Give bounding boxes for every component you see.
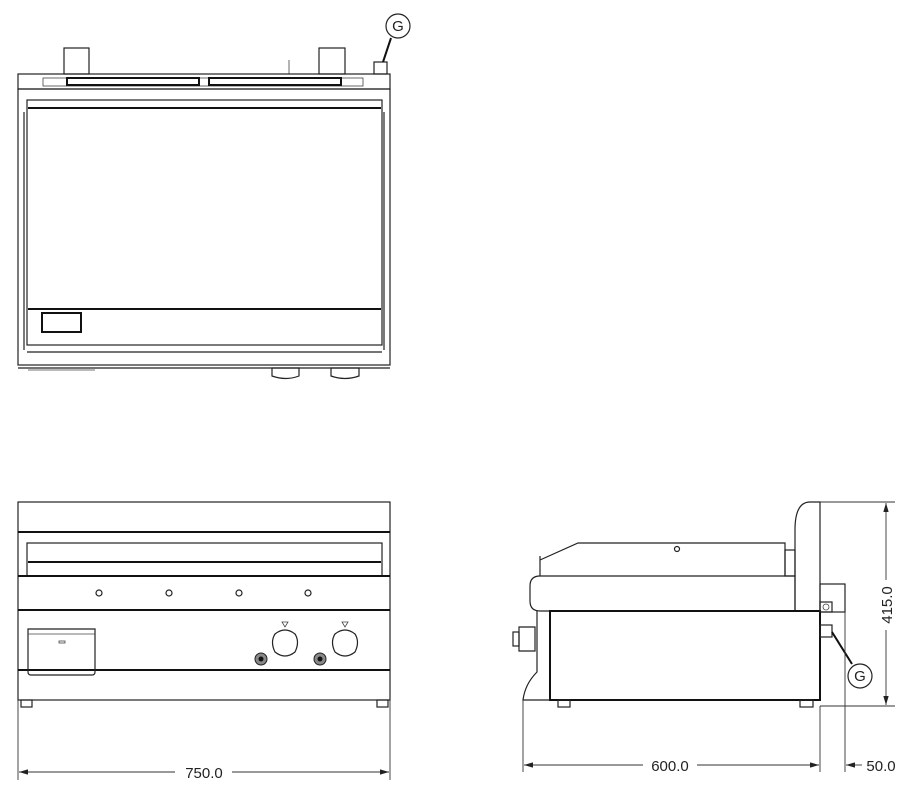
knob-top-left bbox=[271, 367, 300, 380]
callout-g-top bbox=[385, 13, 411, 39]
foot bbox=[376, 699, 389, 708]
ignition-button-2 bbox=[317, 656, 323, 662]
front-view: 750.0 bbox=[17, 501, 391, 782]
foot bbox=[20, 699, 33, 708]
grease-drawer bbox=[27, 628, 96, 676]
foot bbox=[799, 699, 814, 708]
appliance-top-outline bbox=[17, 88, 391, 366]
lid-outline bbox=[539, 542, 786, 576]
foot bbox=[557, 699, 571, 708]
backsplash bbox=[794, 501, 821, 611]
body-side bbox=[549, 610, 821, 701]
dimension-depth: 600.0 bbox=[651, 758, 689, 775]
dimension-width: 750.0 bbox=[185, 765, 223, 782]
gas-connection-side bbox=[819, 624, 833, 638]
ignition-button-1 bbox=[258, 656, 264, 662]
knob-side bbox=[518, 626, 536, 652]
dimension-connection-offset: 50.0 bbox=[866, 758, 895, 775]
knob-top-right bbox=[330, 367, 360, 380]
side-view: G 415.0 600.0 50.0 bbox=[512, 501, 896, 775]
dimension-height: 415.0 bbox=[879, 586, 896, 624]
control-knob-2 bbox=[331, 629, 359, 657]
flue-pipe-left bbox=[63, 47, 90, 75]
front-outline bbox=[17, 501, 391, 701]
gas-connection bbox=[373, 61, 388, 75]
control-knob-1 bbox=[271, 629, 299, 657]
callout-g-side bbox=[847, 663, 873, 689]
flue-pipe-right bbox=[318, 47, 346, 75]
cooking-plate bbox=[26, 99, 383, 346]
callout-g-label: G bbox=[392, 18, 404, 35]
top-view: G bbox=[17, 13, 411, 380]
cooking-plate-side bbox=[529, 575, 796, 612]
callout-g-label: G bbox=[854, 668, 866, 685]
drain-hole bbox=[41, 312, 82, 333]
